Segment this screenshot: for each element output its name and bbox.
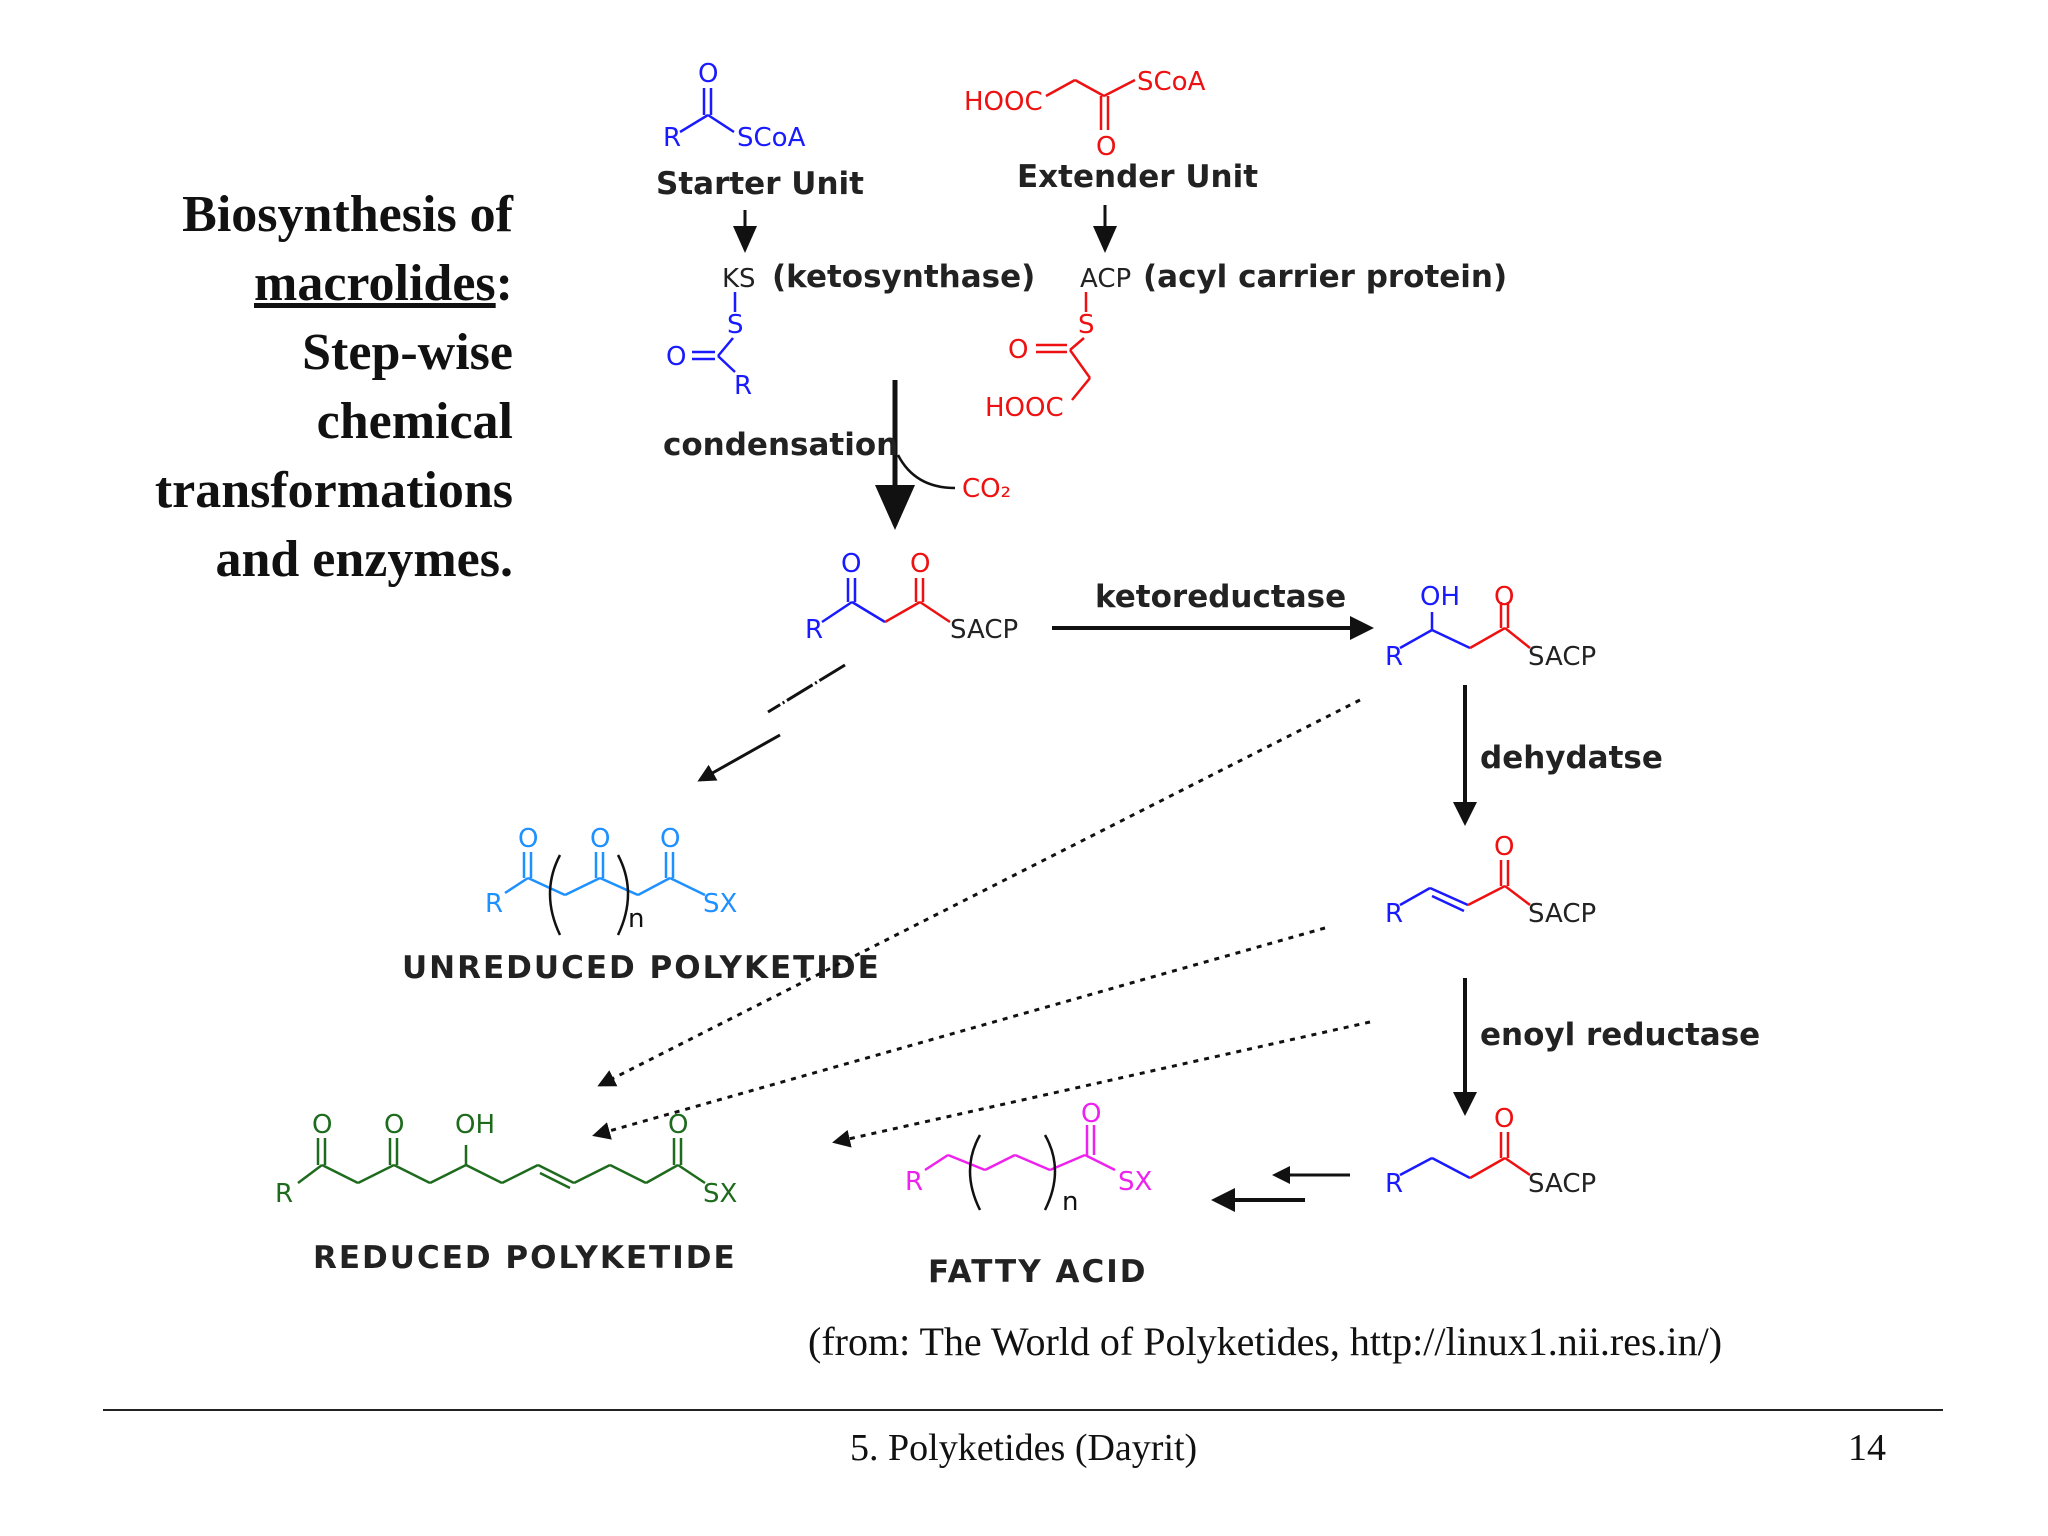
title-line-1: Biosynthesis of [182, 186, 513, 243]
hydroxyacyl-r-atom: R [1385, 642, 1403, 672]
fatty-acid-left-bracket [968, 1134, 982, 1211]
unreduced-oxygen-2: O [590, 824, 610, 854]
dehydratase-label: dehydatse [1480, 740, 1663, 776]
fatty-acid-r-atom: R [905, 1167, 923, 1197]
reduced-oh-atom: OH [455, 1110, 495, 1140]
ketoacyl-oxygen-2: O [910, 549, 930, 579]
hydroxyacyl-oh-atom: OH [1420, 582, 1460, 612]
reduced-oxygen-3: O [668, 1110, 688, 1140]
co2-label: CO₂ [962, 474, 1011, 504]
unreduced-left-bracket [548, 854, 562, 936]
footer-text: 5. Polyketides (Dayrit) [850, 1427, 1198, 1469]
enoyl-reductase-label: enoyl reductase [1480, 1017, 1760, 1053]
reduced-oxygen-2: O [384, 1110, 404, 1140]
title-line-3: Step-wise [302, 324, 513, 381]
starter-r-atom: R [663, 123, 681, 153]
unreduced-arrow-lower [697, 733, 781, 782]
extender-hooc-atom: HOOC [964, 87, 1043, 117]
ketoreductase-label: ketoreductase [1095, 579, 1346, 615]
hydroxyacyl-sacp-atom: SACP [1528, 642, 1596, 672]
enoyl-oxygen-atom: O [1494, 832, 1514, 862]
extender-unit-label: Extender Unit [1017, 159, 1258, 195]
saturated-sacp-atom: SACP [1528, 1169, 1596, 1199]
hydroxyacyl-acp-structure [1399, 602, 1531, 650]
title-line-4: chemical [316, 393, 513, 450]
footer-divider [103, 1409, 1943, 1411]
reduced-polyketide-structure [297, 1138, 706, 1190]
acp-atom-label: ACP [1080, 264, 1131, 294]
title-line-5: transformations [154, 462, 513, 519]
starter-oxygen-atom: O [698, 59, 718, 89]
saturated-acyl-acp-structure [1399, 1132, 1531, 1180]
unreduced-polyketide-label: UNREDUCED POLYKETIDE [402, 950, 881, 986]
title-line-6: and enzymes. [215, 531, 513, 588]
ks-enzyme-label: (ketosynthase) [772, 259, 1035, 295]
acp-hooc-atom: HOOC [985, 393, 1064, 423]
title-line-2: macrolides: [0, 249, 513, 318]
starter-unit-label: Starter Unit [656, 166, 864, 202]
unreduced-sx-atom: SX [703, 889, 737, 919]
ks-atom-label: KS [722, 264, 756, 294]
unreduced-right-bracket [616, 854, 630, 936]
unreduced-n-subscript: n [628, 904, 644, 934]
enoyl-acp-structure [1399, 860, 1531, 913]
unreduced-oxygen-1: O [518, 824, 538, 854]
extender-scoa-atom: SCoA [1137, 67, 1206, 97]
reduced-polyketide-label: REDUCED POLYKETIDE [313, 1240, 737, 1276]
reduced-sx-atom: SX [703, 1179, 737, 1209]
ks-r-atom: R [734, 371, 752, 401]
fatty-acid-right-bracket [1043, 1134, 1057, 1211]
ketoacyl-sacp-atom: SACP [950, 615, 1018, 645]
fatty-acid-oxygen-atom: O [1081, 1099, 1101, 1129]
dotted-arrow-to-fatty-acid [832, 1020, 1371, 1148]
slide-title: Biosynthesis of macrolides: Step-wise ch… [0, 180, 513, 594]
fatty-acid-label: FATTY ACID [928, 1254, 1147, 1290]
unreduced-r-atom: R [485, 889, 503, 919]
co2-release-arrow [896, 454, 956, 490]
acp-sulfur-atom: S [1078, 310, 1095, 340]
condensation-label: condensation [663, 427, 898, 463]
enoyl-r-atom: R [1385, 899, 1403, 929]
extender-oxygen-atom: O [1096, 132, 1116, 162]
acp-enzyme-label: (acyl carrier protein) [1143, 259, 1507, 295]
page-number: 14 [1848, 1427, 1886, 1469]
unreduced-arrow-upper [767, 663, 846, 714]
starter-scoa-atom: SCoA [737, 123, 806, 153]
ketoacyl-acp-structure [821, 578, 951, 624]
fatty-acid-n-subscript: n [1062, 1187, 1078, 1217]
unreduced-oxygen-3: O [660, 824, 680, 854]
reduced-oxygen-1: O [312, 1110, 332, 1140]
unreduced-polyketide-structure [504, 852, 706, 897]
enoyl-sacp-atom: SACP [1528, 899, 1596, 929]
title-colon: : [495, 255, 513, 312]
ketoacyl-r-atom: R [805, 615, 823, 645]
acp-bound-malonyl-structure [1036, 292, 1092, 401]
acp-oxygen-atom: O [1008, 335, 1028, 365]
source-credit: (from: The World of Polyketides, http://… [808, 1319, 1723, 1364]
ks-bound-acyl-structure [692, 292, 737, 373]
saturated-r-atom: R [1385, 1169, 1403, 1199]
macrolides-link[interactable]: macrolides [254, 255, 496, 312]
ketoacyl-oxygen-1: O [841, 549, 861, 579]
ks-sulfur-atom: S [727, 310, 744, 340]
extender-unit-structure [1045, 78, 1136, 130]
hydroxyacyl-oxygen-atom: O [1494, 582, 1514, 612]
ks-oxygen-atom: O [666, 342, 686, 372]
starter-unit-structure [679, 88, 735, 134]
fatty-acid-structure [924, 1125, 1116, 1172]
reduced-r-atom: R [275, 1179, 293, 1209]
fatty-acid-sx-atom: SX [1118, 1167, 1152, 1197]
saturated-oxygen-atom: O [1494, 1104, 1514, 1134]
